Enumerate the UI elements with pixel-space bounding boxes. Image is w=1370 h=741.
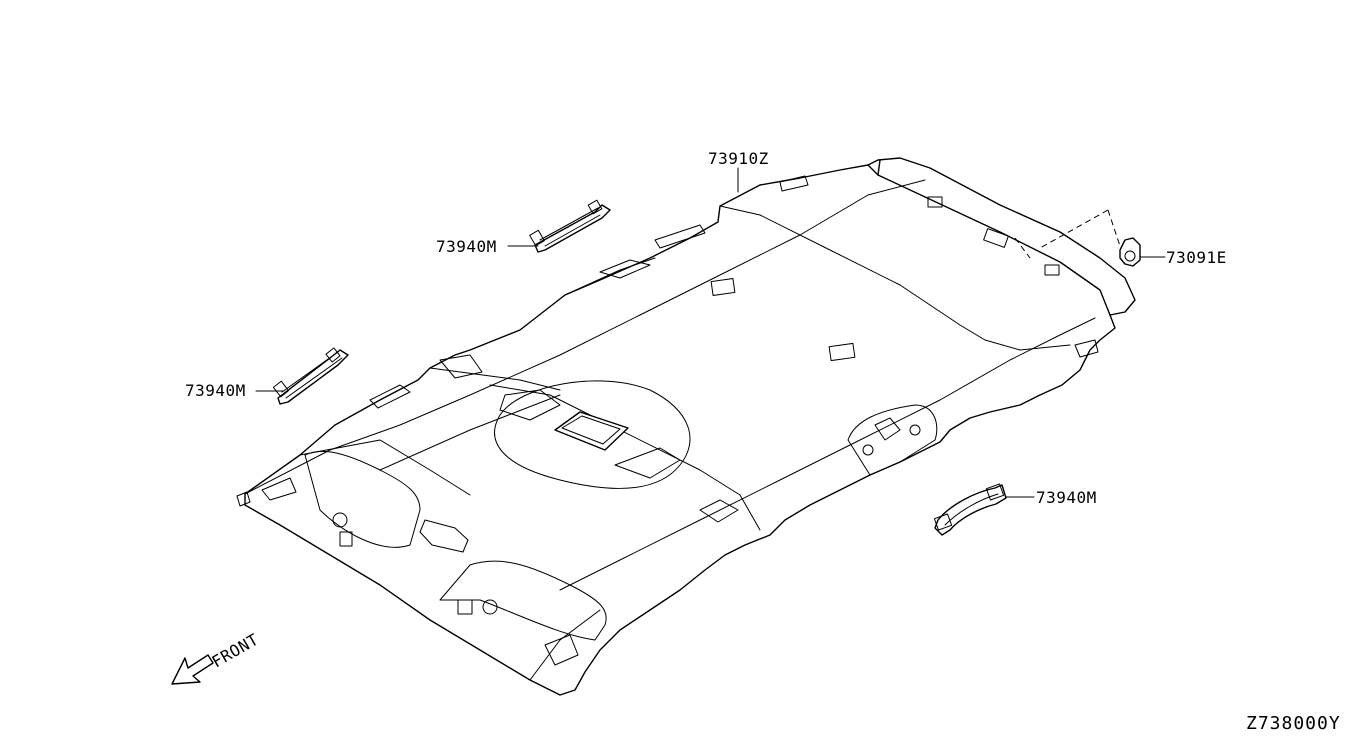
callout-73940M-rear[interactable]: 73940M (185, 381, 246, 400)
assist-grip-rear-part (272, 347, 349, 405)
diagram-code: Z738000Y (1246, 713, 1341, 734)
callout-73091E[interactable]: 73091E (1166, 248, 1227, 267)
front-label: FRONT (209, 630, 262, 672)
assist-grip-front-part (529, 199, 611, 253)
callout-73940M-front[interactable]: 73940M (436, 237, 497, 256)
clip-part (1014, 209, 1141, 267)
leader-lines (255, 167, 1166, 498)
front-direction: FRONT (171, 630, 262, 685)
headlining-panel (236, 157, 1136, 696)
callout-73940M-side[interactable]: 73940M (1036, 488, 1097, 507)
front-arrow-icon (171, 654, 214, 685)
callout-73910Z[interactable]: 73910Z (708, 149, 769, 168)
assist-grip-side-part (933, 483, 1007, 536)
